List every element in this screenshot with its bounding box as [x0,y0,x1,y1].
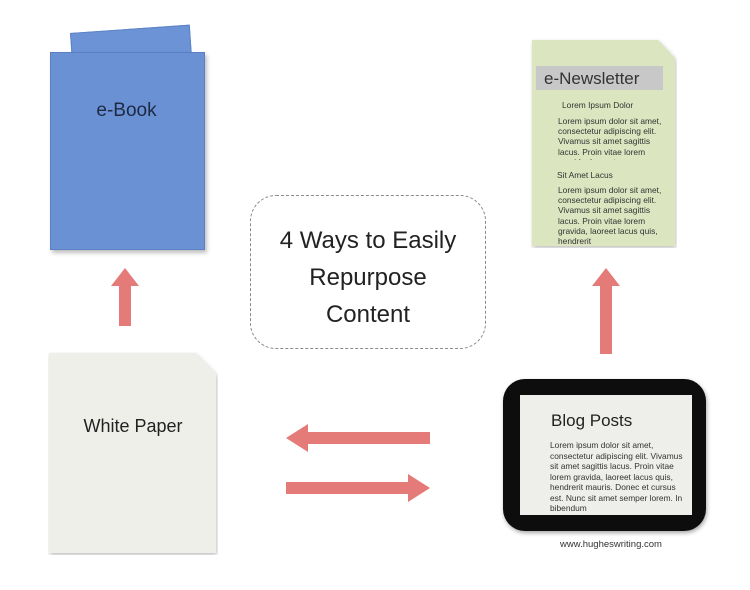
newsletter-label: e-Newsletter [544,69,640,88]
title-line-3: Content [325,301,411,328]
title-box [250,195,486,349]
arrow-left-to-white-paper [286,424,430,452]
white-paper-document [49,353,216,553]
newsletter-paragraph-1: Lorem ipsum dolor sit amet, consectetur … [558,116,662,160]
arrow-right-to-blog-posts [286,474,430,502]
page-title: 4 Ways to Easily Repurpose Content [250,222,486,333]
arrow-up-to-newsletter [592,268,620,354]
newsletter-heading-1: Lorem Ipsum Dolor [562,100,634,110]
newsletter-title-banner [536,66,663,90]
arrow-up-to-ebook [111,268,139,326]
tablet-screen [520,395,692,515]
white-paper-label: White Paper [83,416,183,436]
ebook-cover [50,52,205,250]
blog-posts-body: Lorem ipsum dolor sit amet, consectetur … [550,440,683,513]
newsletter-document [532,40,675,246]
newsletter-paragraph-2: Lorem ipsum dolor sit amet, consectetur … [558,185,662,247]
title-line-1: 4 Ways to Easily [279,227,457,254]
title-line-2: Repurpose [309,264,427,291]
blog-posts-label: Blog Posts [551,411,633,430]
ebook-label: e-Book [96,100,157,121]
newsletter-heading-2: Sit Amet Lacus [557,170,613,180]
footer-url: www.hugheswriting.com [560,539,662,550]
